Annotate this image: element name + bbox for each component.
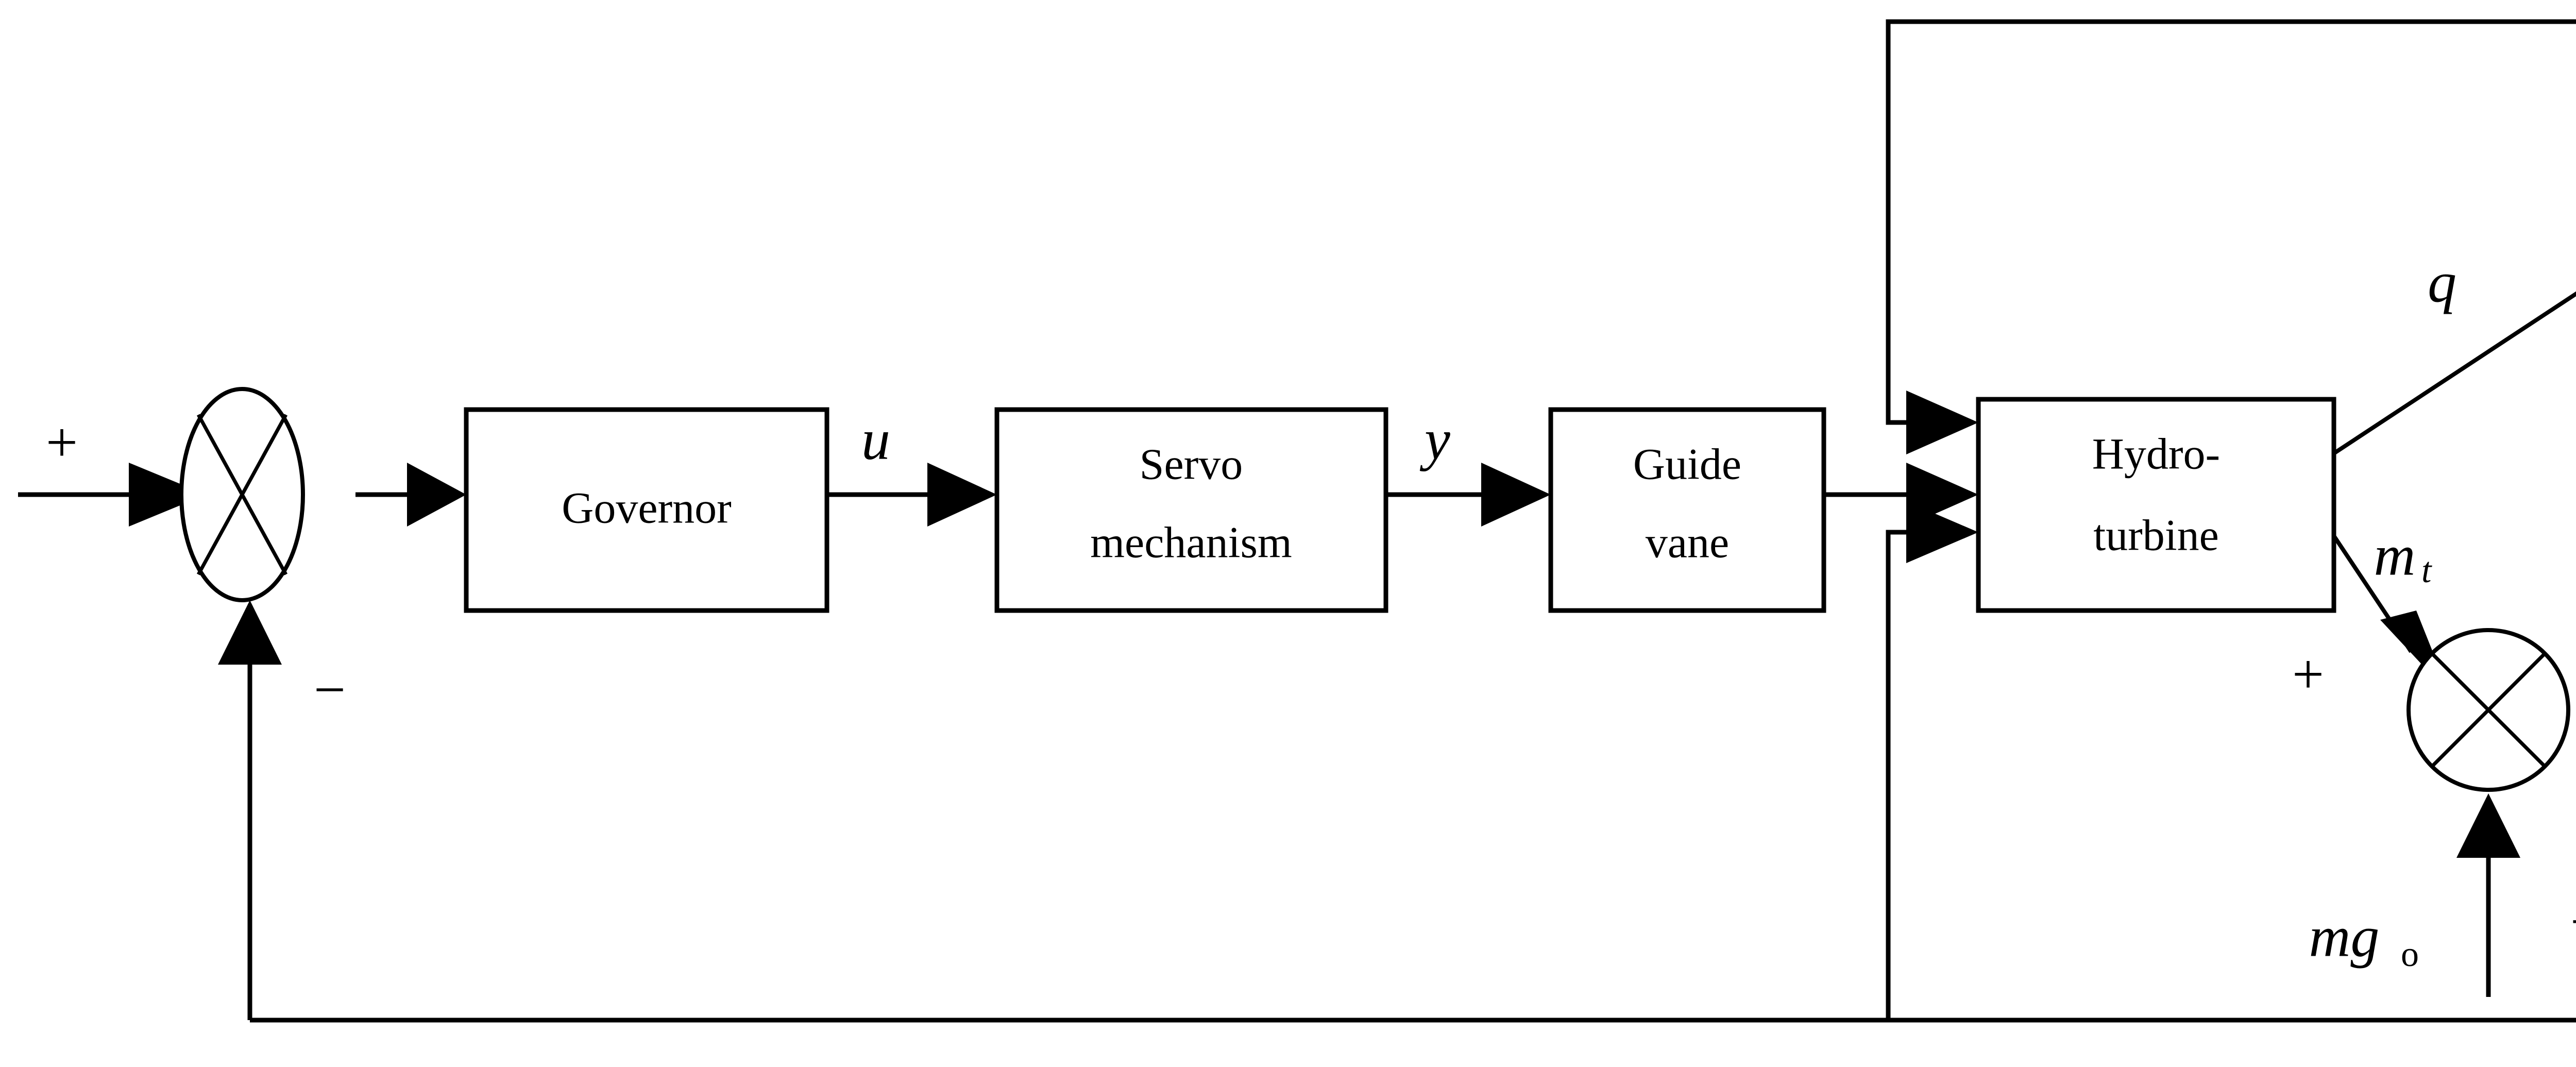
signal-label-mg0: mg o: [2309, 905, 2419, 974]
servo1-box: [994, 407, 1388, 613]
arrow-into-governor: [407, 463, 466, 527]
sign-input-plus: +: [46, 411, 78, 473]
guidevane-box: [1548, 407, 1826, 613]
signal-label-q: q: [2428, 251, 2456, 315]
signal-label-mt: m t: [2374, 524, 2432, 590]
block-governor[interactable]: Governor: [464, 407, 829, 613]
wire-x-feedback-to-hydroturbine: [1886, 530, 1906, 1020]
arrow-into-hydroturbine-top: [1906, 391, 1978, 454]
governor-label: Governor: [562, 483, 732, 533]
sum-left[interactable]: [179, 387, 305, 602]
signal-label-u: u: [861, 408, 890, 472]
wire-hydroturbine-to-servo2: [2332, 291, 2576, 455]
arrow-into-sum-left: [129, 463, 206, 527]
wire-h-feedback-to-hydroturbine: [1886, 19, 2576, 425]
block-servo-mechanism-1[interactable]: Servo mechanism: [994, 407, 1388, 613]
sign-feedback-minus: −: [314, 658, 346, 721]
servo1-label-line2: mechanism: [1090, 518, 1292, 567]
governor-box: [464, 407, 829, 613]
sum-right[interactable]: [2406, 628, 2570, 792]
signal-label-mt-sub: t: [2421, 551, 2432, 590]
hydroturbine-label-line1: Hydro-: [2092, 429, 2220, 479]
arrow-mg0-into-sum-right: [2456, 793, 2520, 858]
block-guide-vane[interactable]: Guide vane: [1548, 407, 1826, 613]
hydroturbine-box: [1976, 397, 2336, 613]
sign-mt-plus: +: [2292, 642, 2324, 705]
hydroturbine-label-line2: turbine: [2093, 511, 2219, 560]
sign-mg0-minus: −: [2570, 890, 2576, 953]
block-hydro-turbine[interactable]: Hydro- turbine: [1976, 397, 2336, 613]
arrow-feedback-into-sum-left: [218, 600, 282, 665]
guidevane-label-line2: vane: [1646, 518, 1729, 567]
signal-label-mt-base: m: [2374, 524, 2416, 588]
sum-right-cross-b: [2431, 653, 2546, 767]
arrow-into-servo1: [927, 463, 997, 527]
signal-label-y: y: [1419, 408, 1450, 472]
servo1-label-line1: Servo: [1140, 439, 1243, 489]
arrow-into-guidevane: [1481, 463, 1551, 527]
signal-label-mg0-base: mg: [2309, 905, 2380, 969]
signal-label-mg0-sub: o: [2401, 935, 2419, 974]
guidevane-label-line1: Guide: [1633, 439, 1741, 489]
sum-left-cross-b: [196, 414, 288, 575]
arrow-into-hydroturbine-bottom: [1906, 501, 1978, 563]
